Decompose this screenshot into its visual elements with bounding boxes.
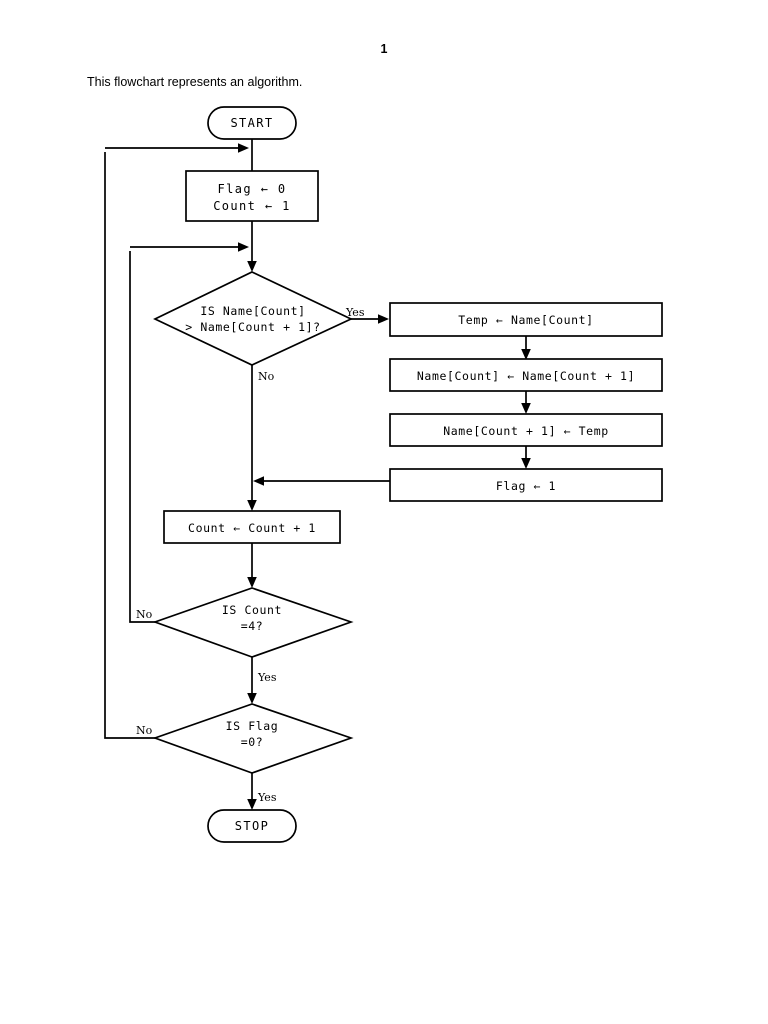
arrowhead-setflag-to-main xyxy=(253,476,264,486)
node-flag-decision[interactable]: IS Flag =0? No Yes xyxy=(136,703,354,804)
flag-decision-shape xyxy=(152,703,354,774)
increment-process-shape xyxy=(163,510,341,544)
restore-process-shape xyxy=(389,413,663,447)
compare-no-branch-label: No xyxy=(258,370,275,383)
arrowhead-inc-to-countchk xyxy=(247,577,257,588)
count-decision-label-line2: =4? xyxy=(241,619,264,633)
stop-terminator-shape xyxy=(207,809,297,843)
node-init[interactable]: Flag ← 0 Count ← 1 xyxy=(185,170,319,222)
flag-decision-label-line2: =0? xyxy=(241,735,264,749)
init-process-shape xyxy=(185,170,319,222)
shift-process-shape xyxy=(389,358,663,392)
arrowhead-outerloop xyxy=(238,143,249,153)
arrowhead-cmp-no-to-inc xyxy=(247,500,257,511)
flag-yes-branch-label: Yes xyxy=(257,791,277,804)
arrowhead-init-to-cmp xyxy=(247,261,257,272)
edge-countchk-no-loop xyxy=(129,251,155,623)
flag-decision-label-line1: IS Flag xyxy=(226,719,279,733)
init-label-line1: Flag ← 0 xyxy=(218,182,287,196)
count-decision-shape xyxy=(152,587,354,658)
count-no-branch-label: No xyxy=(136,608,153,621)
arrowhead-innerloop xyxy=(238,242,249,252)
arrowhead-cmp-yes xyxy=(378,314,389,324)
flag-no-branch-label: No xyxy=(136,724,153,737)
count-yes-branch-label: Yes xyxy=(257,671,277,684)
start-terminator-shape xyxy=(207,106,297,140)
arrowhead-countchk-yes xyxy=(247,693,257,704)
node-restore-assign[interactable]: Name[Count + 1] ← Temp xyxy=(389,413,663,447)
node-temp-assign[interactable]: Temp ← Name[Count] xyxy=(389,302,663,337)
temp-label: Temp ← Name[Count] xyxy=(458,313,593,327)
node-count-decision[interactable]: IS Count =4? No Yes xyxy=(136,587,354,684)
init-label-line2: Count ← 1 xyxy=(213,199,291,213)
shift-label: Name[Count] ← Name[Count + 1] xyxy=(417,369,635,383)
arrowhead-shift-to-restore xyxy=(521,403,531,414)
page-number: 1 xyxy=(380,42,388,56)
compare-yes-branch-label: Yes xyxy=(345,306,365,319)
increment-label: Count ← Count + 1 xyxy=(188,521,316,535)
compare-decision-shape xyxy=(153,271,353,366)
edge-flagchk-no-loop xyxy=(104,152,155,739)
node-compare-decision[interactable]: IS Name[Count] > Name[Count + 1]? Yes No xyxy=(153,271,365,383)
compare-label-line2: > Name[Count + 1]? xyxy=(185,320,320,334)
node-increment[interactable]: Count ← Count + 1 xyxy=(163,510,341,544)
compare-label-line1: IS Name[Count] xyxy=(200,304,305,318)
connector-layer xyxy=(104,139,531,810)
restore-label: Name[Count + 1] ← Temp xyxy=(443,424,609,438)
start-label: START xyxy=(230,116,273,130)
node-setflag-assign[interactable]: Flag ← 1 xyxy=(389,468,663,502)
page-caption: This flowchart represents an algorithm. xyxy=(87,75,303,89)
node-start[interactable]: START xyxy=(207,106,297,140)
temp-process-shape xyxy=(389,302,663,337)
arrowhead-flagchk-yes xyxy=(247,799,257,810)
setflag-process-shape xyxy=(389,468,663,502)
count-decision-label-line1: IS Count xyxy=(222,603,282,617)
arrowhead-restore-to-setflag xyxy=(521,458,531,469)
node-shift-assign[interactable]: Name[Count] ← Name[Count + 1] xyxy=(389,358,663,392)
stop-label: STOP xyxy=(235,819,270,833)
arrowhead-temp-to-shift xyxy=(521,349,531,360)
setflag-label: Flag ← 1 xyxy=(496,479,556,493)
node-stop[interactable]: STOP xyxy=(207,809,297,843)
